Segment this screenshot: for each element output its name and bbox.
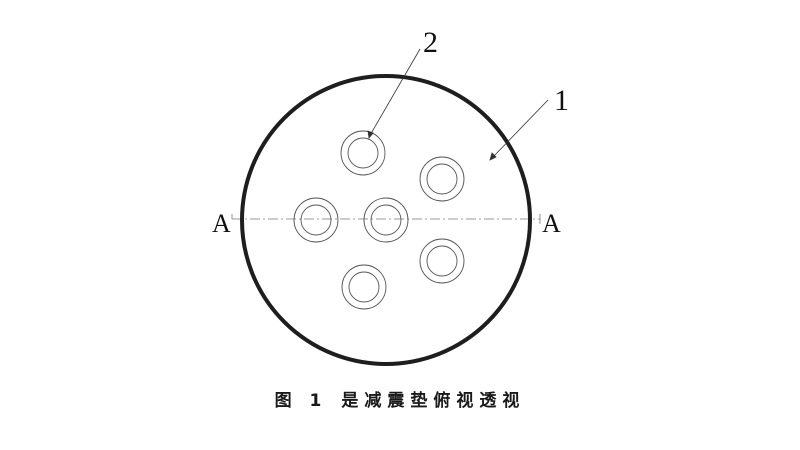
pad-outer-circle — [240, 74, 532, 366]
callout-label-1: 1 — [554, 84, 569, 117]
figure-caption: 图 1 是减震垫俯视透视 — [0, 386, 800, 411]
section-label-left: A — [212, 209, 231, 238]
hole-upper-right — [419, 156, 465, 202]
hole-center — [363, 197, 409, 243]
section-line-a-a — [231, 214, 541, 224]
hole-left — [293, 197, 339, 243]
hole-top — [340, 130, 386, 176]
figure-number: 图 1 — [274, 391, 328, 411]
figure-caption-text: 是减震垫俯视透视 — [341, 391, 526, 411]
hole-lower-right — [419, 238, 465, 284]
callout-label-2: 2 — [423, 26, 438, 59]
leader-line-2 — [367, 48, 421, 139]
hole-bottom — [341, 264, 387, 310]
leader-line-1 — [489, 99, 549, 161]
section-label-right: A — [542, 209, 561, 238]
holes-group — [293, 130, 465, 310]
